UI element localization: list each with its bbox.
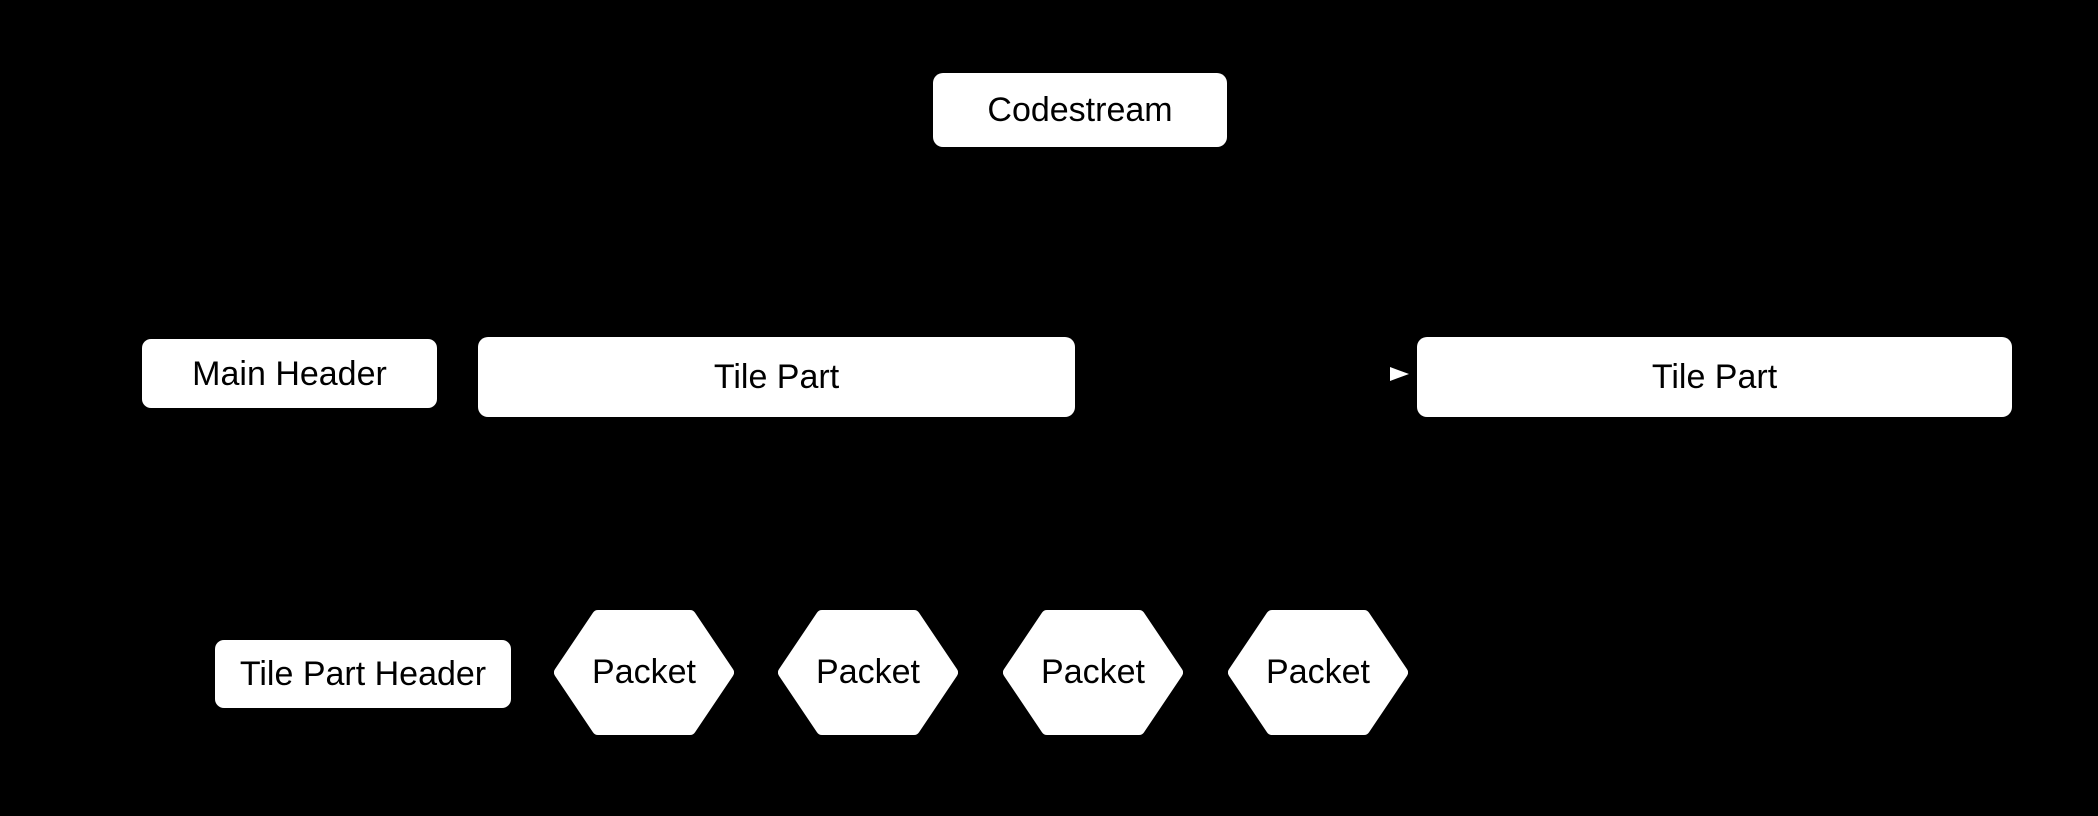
- packet-hexagon-1: Packet: [554, 610, 734, 735]
- main-header-node: Main Header: [142, 339, 437, 408]
- packet-hexagon-2: Packet: [778, 610, 958, 735]
- packet-label: Packet: [592, 653, 696, 691]
- tile-part-header-node: Tile Part Header: [215, 640, 511, 708]
- tile-part-node-right: Tile Part: [1417, 337, 2012, 417]
- hexagon-shape: [554, 610, 734, 735]
- hexagon-shape: [778, 610, 958, 735]
- codestream-node: Codestream: [933, 73, 1227, 147]
- arrow-right-icon: [1390, 367, 1409, 381]
- packet-label: Packet: [816, 653, 920, 691]
- packet-label: Packet: [1041, 653, 1145, 691]
- tile-part-node-left: Tile Part: [478, 337, 1075, 417]
- tile-part-header-node-label: Tile Part Header: [239, 655, 487, 693]
- tile-part-right-label: Tile Part: [1651, 358, 1778, 396]
- codestream-node-label: Codestream: [987, 91, 1173, 129]
- packet-hexagon-3: Packet: [1003, 610, 1183, 735]
- main-header-node-label: Main Header: [192, 354, 387, 393]
- packet-label: Packet: [1266, 653, 1370, 691]
- packet-hexagon-4: Packet: [1228, 610, 1408, 735]
- hexagon-shape: [1228, 610, 1408, 735]
- hexagon-shape: [1003, 610, 1183, 735]
- tile-part-left-label: Tile Part: [713, 358, 840, 396]
